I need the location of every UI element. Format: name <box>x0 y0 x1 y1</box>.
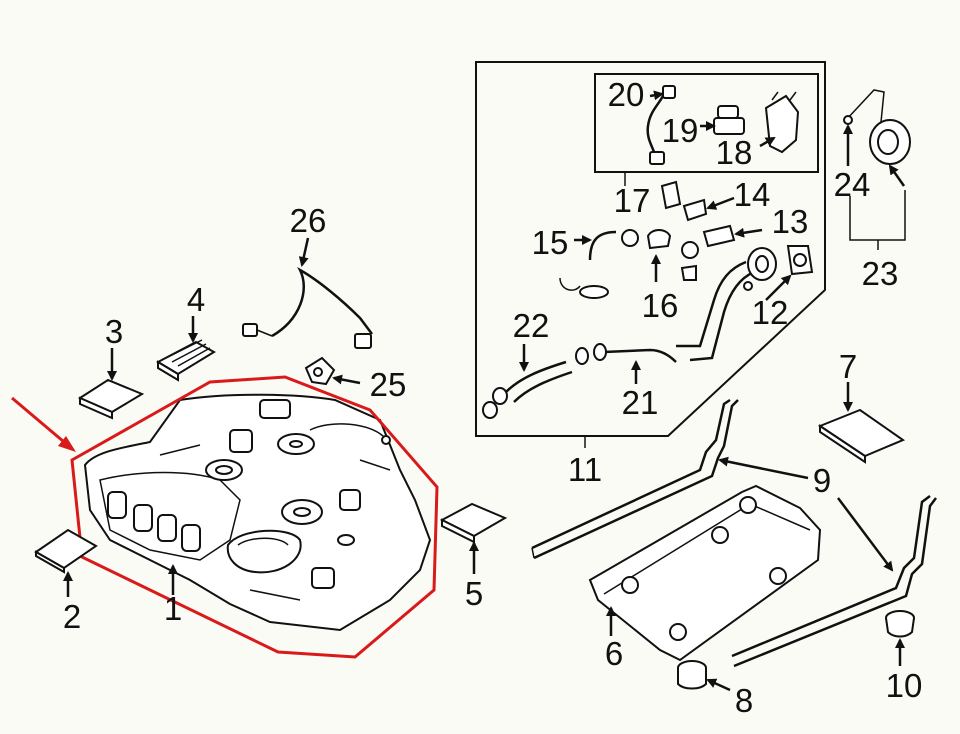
callout-9: 9 <box>813 462 831 499</box>
guard-4 <box>155 339 216 382</box>
pump-module-frame <box>475 61 826 448</box>
tank-highlight <box>11 375 439 659</box>
callout-3: 3 <box>105 313 123 350</box>
callout-17: 17 <box>614 182 651 219</box>
bracket-25 <box>304 356 336 386</box>
callout-2: 2 <box>63 598 81 635</box>
filler-pipe <box>676 245 814 362</box>
callout-labels: 1 2 3 4 5 6 7 8 9 10 11 12 13 14 15 16 1… <box>63 76 923 719</box>
callout-20: 20 <box>608 76 645 113</box>
pad-3 <box>77 378 145 420</box>
callout-6: 6 <box>605 635 623 672</box>
callout-26: 26 <box>290 202 327 239</box>
strap-lower <box>731 495 937 668</box>
callout-1: 1 <box>164 590 182 627</box>
callout-15: 15 <box>532 224 569 261</box>
callout-25: 25 <box>370 366 407 403</box>
callout-10: 10 <box>886 667 923 704</box>
callout-19: 19 <box>662 112 699 149</box>
valve-parts <box>559 180 736 299</box>
pad-5 <box>439 502 508 544</box>
pad-2 <box>34 528 98 574</box>
leader-lines <box>63 90 906 692</box>
callout-21: 21 <box>622 384 659 421</box>
hoses-21-22 <box>482 343 677 419</box>
wire-harness-26 <box>242 266 373 349</box>
callout-5: 5 <box>465 575 483 612</box>
bracket-23 <box>849 190 906 250</box>
callout-23: 23 <box>862 255 899 292</box>
callout-4: 4 <box>187 281 205 318</box>
fuel-tank <box>83 393 432 632</box>
callout-22: 22 <box>513 307 550 344</box>
callout-13: 13 <box>772 203 809 240</box>
plug-10 <box>885 610 915 638</box>
callout-16: 16 <box>642 287 679 324</box>
strap-upper <box>531 398 739 560</box>
callout-11: 11 <box>568 451 602 488</box>
plug-8 <box>677 660 707 690</box>
callout-12: 12 <box>752 294 789 331</box>
pad-7 <box>817 408 906 464</box>
callout-24: 24 <box>834 166 871 203</box>
callout-8: 8 <box>735 682 753 719</box>
shield-6 <box>588 484 822 662</box>
callout-18: 18 <box>716 134 753 171</box>
filler-door-24 <box>843 89 911 165</box>
callout-7: 7 <box>839 348 857 385</box>
callout-14: 14 <box>734 176 771 213</box>
